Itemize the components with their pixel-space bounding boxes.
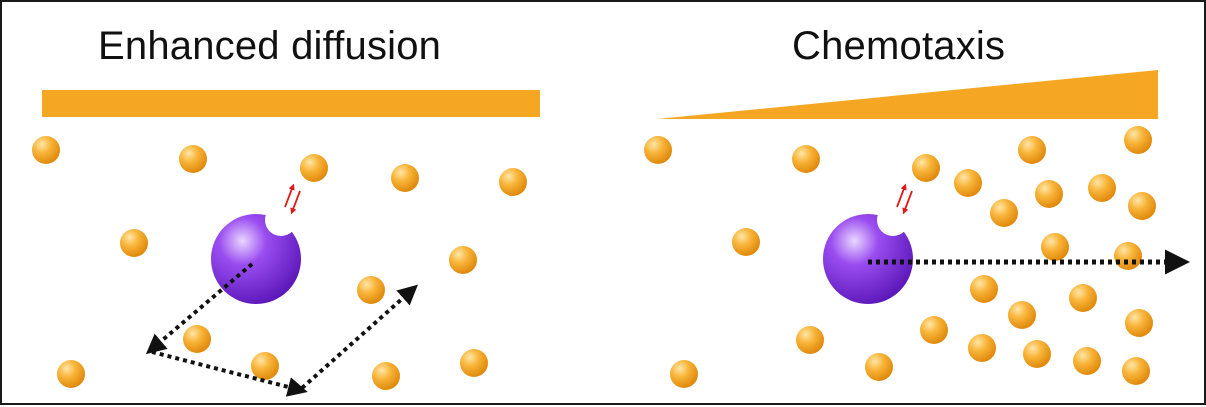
- substrate-particle: [968, 334, 996, 362]
- substrate-particle: [372, 362, 400, 390]
- substrate-particle: [1008, 301, 1036, 329]
- substrate-particle: [1041, 233, 1069, 261]
- right-substrate-particles: [644, 126, 1156, 388]
- panel-title-chemotaxis: Chemotaxis: [792, 24, 1006, 68]
- substrate-particle: [1122, 357, 1150, 385]
- substrate-particle: [1069, 284, 1097, 312]
- substrate-particle: [32, 136, 60, 164]
- substrate-particle: [644, 136, 672, 164]
- substrate-particle: [912, 154, 940, 182]
- gradient-concentration-wedge: [657, 70, 1158, 119]
- substrate-particle: [792, 145, 820, 173]
- random-walk-arrows: [145, 262, 418, 397]
- substrate-particle: [183, 325, 211, 353]
- substrate-particle: [954, 169, 982, 197]
- substrate-particle: [1125, 309, 1153, 337]
- substrate-particle: [300, 154, 328, 182]
- right-binding-arrows: [896, 183, 913, 215]
- substrate-particle: [179, 145, 207, 173]
- substrate-particle: [920, 316, 948, 344]
- binding-pocket: [877, 204, 909, 236]
- dotted-motion-arrow: [151, 350, 308, 397]
- substrate-particle: [1128, 192, 1156, 220]
- substrate-particle: [1088, 174, 1116, 202]
- substrate-particle: [251, 352, 279, 380]
- substrate-particle: [57, 360, 85, 388]
- left-substrate-particles: [32, 136, 527, 390]
- substrate-particle: [357, 276, 385, 304]
- left-binding-arrows: [284, 183, 301, 215]
- left-enzyme: [211, 204, 301, 304]
- substrate-particle: [732, 228, 760, 256]
- panel-title-enhanced-diffusion: Enhanced diffusion: [98, 24, 442, 68]
- substrate-particle: [449, 246, 477, 274]
- dotted-motion-arrow: [300, 284, 418, 390]
- binding-pocket: [265, 204, 297, 236]
- dotted-motion-arrow: [145, 262, 254, 355]
- substrate-particle: [460, 349, 488, 377]
- substrate-particle: [865, 353, 893, 381]
- enzyme-sphere: [823, 214, 913, 304]
- substrate-particle: [499, 168, 527, 196]
- substrate-particle: [1023, 340, 1051, 368]
- substrate-particle: [970, 275, 998, 303]
- uniform-concentration-bar: [42, 90, 540, 117]
- substrate-particle: [990, 199, 1018, 227]
- substrate-particle: [1018, 136, 1046, 164]
- substrate-particle: [120, 229, 148, 257]
- substrate-particle: [796, 326, 824, 354]
- substrate-particle: [1114, 242, 1142, 270]
- right-enzyme: [823, 204, 913, 304]
- substrate-particle: [670, 360, 698, 388]
- substrate-particle: [1035, 180, 1063, 208]
- substrate-particle: [1124, 126, 1152, 154]
- substrate-particle: [1073, 347, 1101, 375]
- substrate-particle: [391, 164, 419, 192]
